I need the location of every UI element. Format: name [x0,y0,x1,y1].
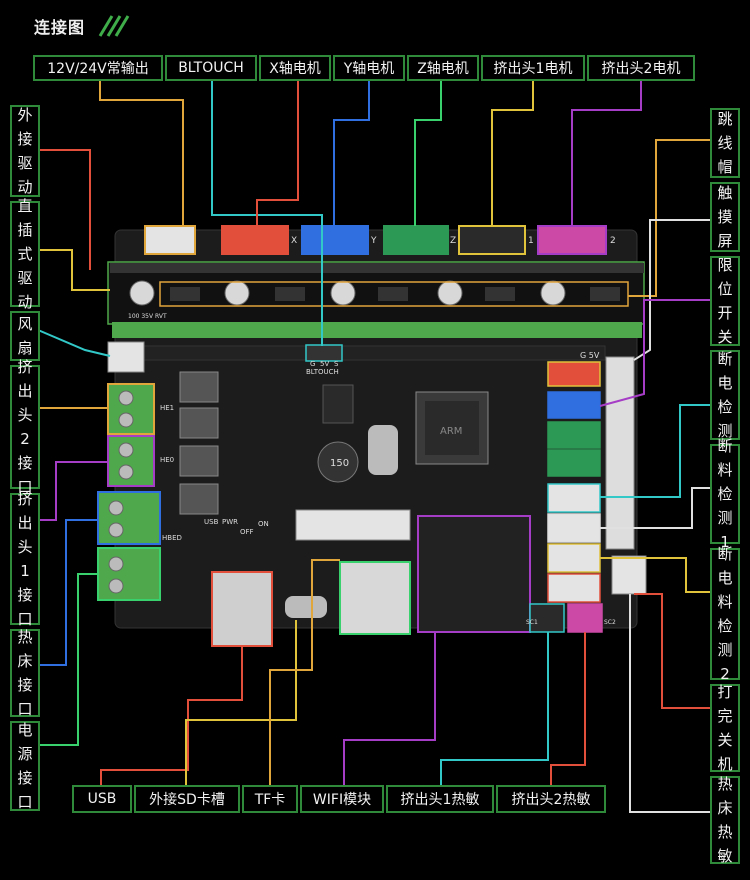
control-board [97,225,647,647]
silk-off: OFF [240,528,254,536]
wire-external-driver [38,149,91,270]
label-12v-24v-output: 12V/24V常输出 [33,55,163,81]
silk-g: G [310,360,315,368]
label-tf-card: TF卡 [242,785,298,813]
label-heatbed-port: 热床接口 [10,628,40,718]
page-title: 连接图 [34,18,86,37]
label-x-motor: X轴电机 [259,55,331,81]
silk-g5v: G 5V [580,351,600,360]
silk-pwr: PWR [222,518,238,526]
silk-hbed: HBED [162,534,182,542]
label-bltouch: BLTOUCH [165,55,257,81]
silk-5v: 5V [320,360,329,368]
label-touchscreen: 触摸屏 [710,182,740,252]
silk-on: ON [258,520,269,528]
label-fan: 风扇 [10,311,40,361]
label-extruder2-motor: 挤出头2电机 [587,55,695,81]
silk-sc2: SC2 [604,619,616,626]
label-power-port: 电源接口 [10,721,40,811]
label-heatbed-thermistor: 热床热敏 [710,775,740,865]
axis-mark-z: Z [450,236,456,246]
label-y-motor: Y轴电机 [333,55,405,81]
label-jumper-cap: 跳线帽 [710,108,740,178]
label-external-sd: 外接SD卡槽 [134,785,240,813]
label-extruder2-port: 挤出头2接口 [10,358,40,496]
silk-cap-rating: 100 35V RVT [128,313,167,320]
silk-arm: ARM [440,426,462,437]
silk-he1: HE1 [160,404,174,412]
axis-mark-1: 1 [528,236,534,246]
label-extruder1-thermistor: 挤出头1热敏 [386,785,494,813]
axis-mark-y: Y [370,236,377,246]
title-hatch-icon [98,15,130,37]
label-filament-detect-1: 断料检测1 [710,437,740,551]
label-extruder1-motor: 挤出头1电机 [481,55,585,81]
label-extruder2-thermistor: 挤出头2热敏 [496,785,606,813]
label-power-loss-detect: 断电检测 [710,350,740,440]
silk-sc1: SC1 [526,619,538,626]
silk-usb: USB [204,518,219,526]
silk-bltouch: BLTOUCH [306,368,339,376]
label-external-driver: 外接驱动 [10,105,40,197]
label-extruder1-port: 挤出头1接口 [10,490,40,628]
label-usb: USB [72,785,132,813]
silk-s: S [334,360,339,368]
label-wifi-module: WIFI模块 [300,785,384,813]
label-limit-switch: 限位开关 [710,256,740,346]
axis-mark-x: X [291,236,297,246]
label-plugin-driver: 直插式驱动 [10,197,40,311]
label-z-motor: Z轴电机 [407,55,479,81]
label-auto-shutdown: 打完关机 [710,683,740,773]
silk-he0: HE0 [160,456,174,464]
axis-mark-2: 2 [610,236,616,246]
silk-inductor-150: 150 [330,458,349,469]
label-filament-detect-2: 断电料检测2 [710,545,740,683]
